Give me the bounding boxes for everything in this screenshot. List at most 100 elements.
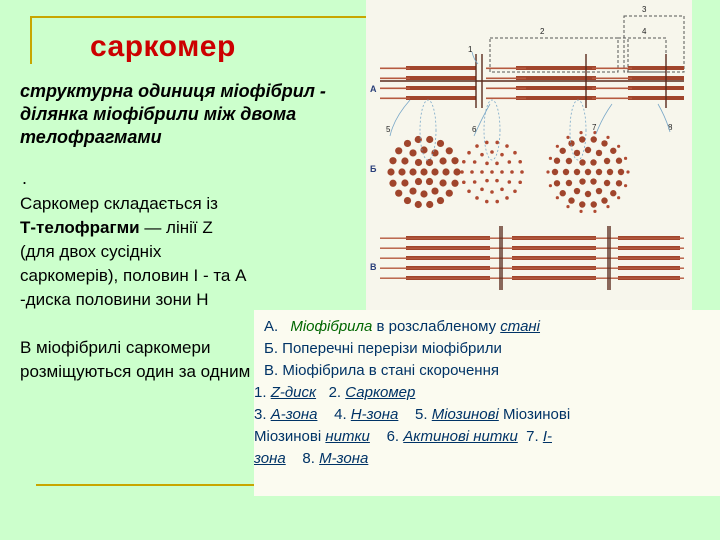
filament-dot [553, 180, 561, 187]
filament-dot [426, 135, 434, 144]
pointer-lines [389, 51, 671, 161]
legend-list-line-3: Міозинові нитки 6. Актинові нитки 7. І- [254, 428, 552, 445]
frame-bottom-line [36, 484, 276, 486]
actin-filament [592, 97, 632, 100]
filament-dot [451, 179, 459, 187]
filament-dot [451, 157, 459, 165]
filament-dot [595, 149, 603, 157]
slide-title: саркомер [90, 30, 236, 63]
legend-link-myosin[interactable]: Міозинові [431, 406, 499, 423]
description-line-5: -диска половини зони Н [20, 290, 209, 309]
legend-link-i-zone-cont[interactable]: зона [254, 450, 286, 467]
filament-dot [475, 144, 479, 148]
row-label-b: Б [370, 164, 377, 174]
legend-link-i-zone[interactable]: І- [542, 428, 552, 445]
label-num-6: 6 [472, 125, 477, 134]
actin-filament [380, 237, 684, 239]
legend-num-3: 3. [254, 406, 267, 423]
filament-dot [436, 196, 445, 205]
filament-dot [439, 179, 447, 187]
filament-dot [559, 190, 566, 197]
legend-list-line-2: 3. А-зона 4. Н-зона 5. Міозинові Міозино… [254, 406, 570, 423]
filament-dot [442, 168, 450, 176]
legend-num-1: 1. [254, 384, 267, 401]
filament-dot [470, 170, 474, 174]
filament-dot [389, 179, 397, 187]
actin-filament [592, 87, 632, 90]
filament-dot [590, 159, 597, 166]
label-num-5: 5 [386, 125, 391, 134]
filament-dot [590, 178, 597, 185]
filament-dot [495, 199, 500, 204]
filament-dot [467, 189, 471, 194]
filament-dot [490, 170, 494, 174]
actin-dot [606, 135, 610, 139]
filament-dot [467, 150, 471, 155]
legend-link-h-zone[interactable]: Н-зона [350, 406, 399, 423]
filament-dot [460, 170, 464, 174]
legend-link-sarcomere[interactable]: Саркомер [345, 384, 416, 401]
filament-dot [579, 136, 586, 143]
filament-dot [603, 179, 611, 187]
filament-dot [584, 146, 592, 154]
actin-dot [566, 205, 570, 209]
myosin-filament [628, 76, 684, 80]
filament-dot [490, 150, 494, 154]
actin-dot [566, 135, 570, 139]
filament-dot [484, 199, 489, 204]
myosin-filament [406, 66, 476, 70]
legend-list-line-4: зона 8. М-зона [254, 450, 368, 467]
filament-dot [615, 180, 623, 187]
label-num-8: 8 [668, 123, 673, 132]
row-label-a: А [370, 84, 377, 94]
sarcomere-diagram-svg: 1 2 3 4 5 6 7 8 А Б В [370, 5, 685, 290]
actin-dot [593, 131, 597, 135]
label-num-2: 2 [540, 27, 545, 36]
legend-link-m-zone[interactable]: М-зона [319, 450, 369, 467]
legend-num-7: 7. [526, 428, 539, 445]
filament-dot [484, 140, 489, 145]
legend-link-actin[interactable]: Актинові нитки [403, 428, 518, 445]
legend-a-link[interactable]: стані [500, 318, 541, 335]
filament-dot [395, 189, 403, 197]
filament-dot [568, 140, 575, 147]
myosin-filament [516, 76, 596, 80]
actin-filament [592, 67, 632, 70]
filament-dot [403, 196, 412, 205]
actin-filament [380, 67, 410, 70]
actin-filament [380, 267, 684, 269]
actin-dot [623, 184, 628, 188]
label-num-3: 3 [642, 5, 647, 14]
actin-dot [579, 209, 583, 213]
filament-dot [480, 170, 484, 174]
description-line-4: саркомерів), половин І - та А [20, 266, 247, 285]
myosin-filament [516, 96, 596, 100]
filament-dot [507, 180, 512, 184]
filament-dot [480, 152, 484, 157]
actin-filament [380, 257, 684, 259]
filament-dot [389, 157, 397, 165]
filament-dot [395, 147, 403, 155]
filament-dot [431, 149, 439, 157]
legend-list-line-1: 1. Z-диск 2. Саркомер [254, 384, 415, 401]
myosin-filament [628, 66, 684, 70]
legend-link-filaments[interactable]: нитки [325, 428, 370, 445]
filament-dot [409, 187, 417, 195]
filament-dot [513, 189, 517, 194]
filament-dot [595, 187, 603, 195]
actin-filament [486, 87, 526, 90]
actin-dot [555, 144, 559, 148]
filament-dot [579, 178, 586, 185]
legend-link-z-disk[interactable]: Z-диск [270, 384, 317, 401]
label-num-1: 1 [468, 45, 473, 54]
filament-dot [601, 197, 608, 204]
legend-num-2: 2. [328, 384, 342, 401]
filament-dot [453, 168, 461, 176]
frame-left-line [30, 16, 32, 64]
filament-dot [425, 158, 434, 167]
filament-dot [420, 146, 428, 154]
filament-dot [462, 159, 466, 164]
legend-link-a-zone[interactable]: А-зона [270, 406, 318, 423]
filament-dot [507, 160, 512, 164]
filament-dot [495, 140, 500, 145]
